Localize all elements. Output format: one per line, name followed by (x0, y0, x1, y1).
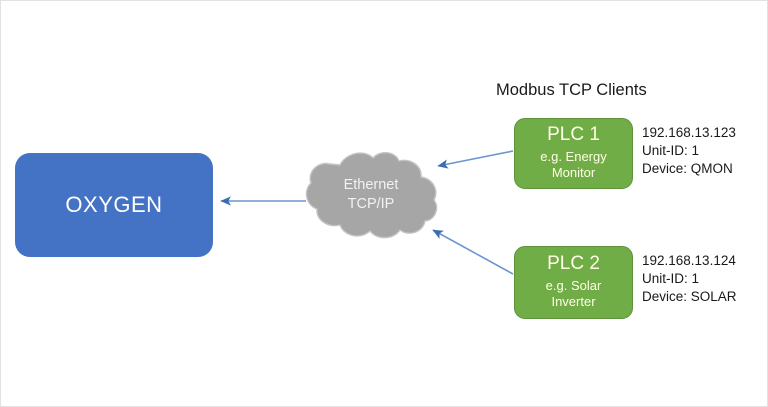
node-plc-2-title: PLC 2 (547, 252, 600, 274)
plc-1-unit-id: Unit-ID: 1 (642, 143, 700, 158)
plc-2-device: Device: SOLAR (642, 289, 737, 304)
info-block-plc-2: 192.168.13.124 Unit-ID: 1 Device: SOLAR (642, 252, 737, 306)
node-ethernet-cloud[interactable]: Ethernet TCP/IP (299, 148, 443, 242)
cloud-icon (305, 152, 438, 239)
cloud-label-line2: TCP/IP (347, 196, 395, 212)
plc-1-device: Device: QMON (642, 161, 733, 176)
node-plc-2[interactable]: PLC 2 e.g. Solar Inverter (514, 246, 633, 319)
node-oxygen-label: OXYGEN (65, 192, 163, 217)
node-plc-1[interactable]: PLC 1 e.g. Energy Monitor (514, 118, 633, 189)
plc-1-ip-address: 192.168.13.123 (642, 125, 736, 140)
node-oxygen[interactable]: OXYGEN (15, 153, 213, 257)
node-plc-1-subtitle-line1: e.g. Energy (540, 148, 607, 164)
node-plc-2-subtitle-line2: Inverter (551, 294, 596, 310)
plc-2-ip-address: 192.168.13.124 (642, 253, 736, 268)
edge-plc1-to-cloud (437, 150, 514, 169)
cloud-label-line1: Ethernet (343, 176, 399, 193)
node-plc-1-title: PLC 1 (547, 123, 600, 145)
info-block-plc-1: 192.168.13.123 Unit-ID: 1 Device: QMON (642, 124, 736, 178)
node-plc-2-subtitle-line1: e.g. Solar (545, 277, 602, 293)
node-plc-1-subtitle-line2: Monitor (551, 165, 596, 181)
section-title-modbus-tcp-clients: Modbus TCP Clients (496, 81, 647, 99)
edge-plc2-to-cloud (432, 229, 514, 275)
node-cloud-text: Ethernet TCP/IP (299, 148, 443, 242)
plc-2-unit-id: Unit-ID: 1 (642, 271, 700, 286)
